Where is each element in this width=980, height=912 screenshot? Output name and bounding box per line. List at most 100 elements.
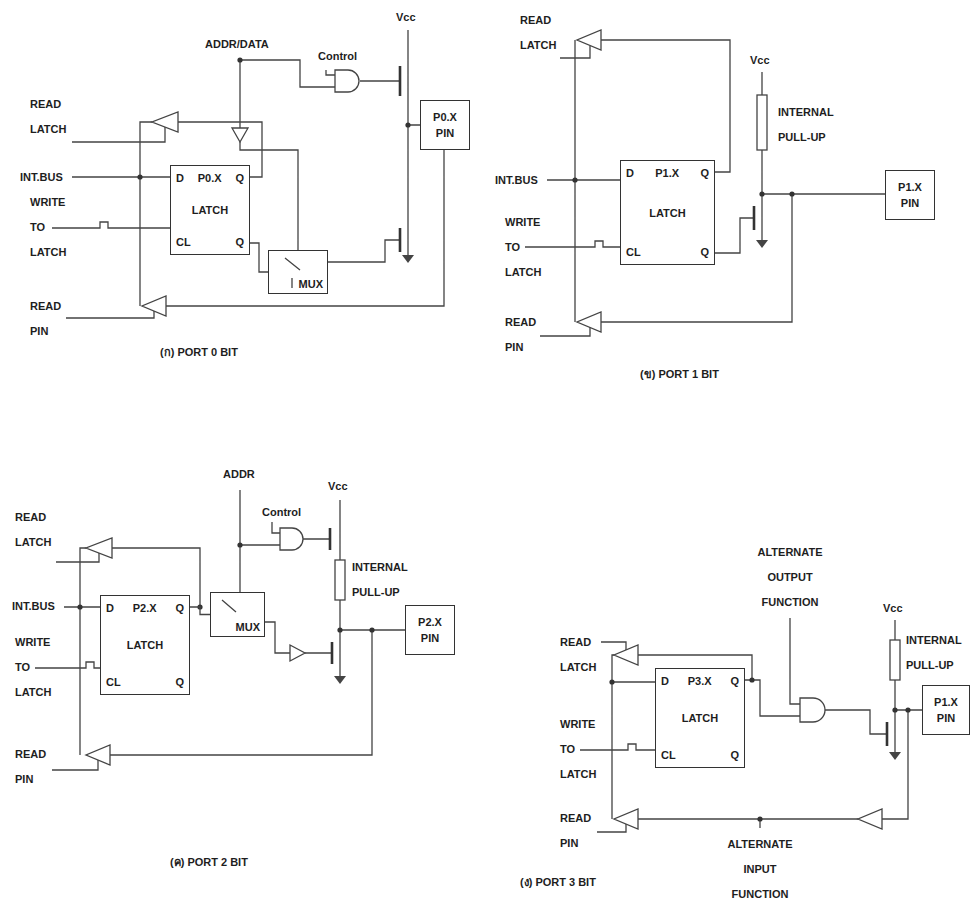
output-label: Q — [700, 165, 709, 181]
signal-wire — [190, 607, 210, 615]
junction-dot — [405, 122, 410, 127]
latch-name: P0.X — [198, 170, 222, 186]
text-row: P2.X — [418, 614, 442, 630]
resistor-symbol — [757, 95, 767, 150]
output-label: Q — [730, 747, 739, 763]
pin-box: P0.X PIN — [420, 100, 470, 150]
signal-label: READ LATCH — [560, 630, 606, 680]
text-row: LATCH — [106, 637, 184, 653]
junction-dot — [369, 627, 374, 632]
mux-label: MUX — [236, 620, 260, 634]
text-row: LATCH — [661, 710, 739, 726]
figure-caption: (ง) PORT 3 BIT — [520, 870, 596, 895]
pin-name: PIN — [901, 197, 919, 209]
signal-label: READ LATCH — [15, 505, 61, 555]
junction-dot — [892, 707, 897, 712]
mux-box: MUX — [210, 592, 265, 637]
signal-label: ALTERNATE OUTPUT FUNCTION — [753, 540, 827, 615]
buffer-symbol — [142, 296, 166, 316]
figure-caption: (ข) PORT 1 BIT — [640, 362, 719, 387]
pin-name: P1.X — [898, 181, 922, 193]
figure-caption: (ก) PORT 0 BIT — [160, 340, 238, 365]
supply-label: Vcc — [883, 596, 903, 621]
text-row: P1.X — [934, 694, 958, 710]
text-row: PIN — [901, 195, 919, 211]
latch-name: P2.X — [133, 600, 157, 616]
text-row: PIN — [421, 630, 439, 646]
buffer-symbol — [86, 538, 112, 558]
latch-box: DP1.XQ LATCH CL Q — [620, 160, 715, 265]
signal-label: ADDR/DATA — [205, 32, 269, 57]
port1-circuit — [525, 30, 885, 336]
pin-name: PIN — [421, 632, 439, 644]
wire — [525, 40, 885, 336]
and-gate — [800, 698, 825, 722]
clock-label: CL — [661, 747, 676, 763]
ground-arrow — [402, 255, 414, 263]
junction-dot — [137, 174, 142, 179]
latch-box: DP0.XQLATCHCLQ — [170, 165, 250, 255]
port2-circuit — [35, 490, 405, 770]
text-row: LATCH — [626, 205, 709, 221]
clock-label: CL — [626, 244, 641, 260]
text-row: DP1.XQ — [626, 165, 709, 181]
output-label: Q — [730, 673, 739, 689]
data-input-label: D — [661, 673, 669, 689]
wire — [580, 618, 922, 832]
signal-label: WRITE TO LATCH — [505, 210, 551, 285]
ground-arrow — [889, 752, 901, 760]
signal-label: READ LATCH — [520, 8, 566, 58]
buffer-symbol — [577, 312, 601, 332]
ground-arrow — [334, 676, 346, 684]
wire — [35, 490, 405, 770]
latch-label: LATCH — [649, 205, 685, 221]
fet-gate — [399, 66, 402, 252]
text-row: P1.X — [898, 179, 922, 195]
port3-circuit — [580, 618, 922, 832]
signal-label: READ PIN — [15, 742, 61, 792]
mux-box: MUX — [268, 250, 328, 294]
text-row: PIN — [436, 125, 454, 141]
signal-label: ADDR — [223, 462, 255, 487]
supply-label: Vcc — [396, 5, 416, 30]
fet-gate — [330, 528, 332, 664]
pin-box: P2.X PIN — [405, 605, 455, 655]
clock-label: CL — [176, 234, 191, 250]
buffer-symbol — [614, 645, 638, 665]
mux-label: MUX — [299, 277, 323, 291]
buffer-symbol — [614, 809, 638, 829]
latch-box: DP3.XQLATCHCLQ — [655, 668, 745, 768]
resistor-symbol — [335, 560, 345, 600]
output-label: Q — [175, 600, 184, 616]
pin-name: P0.X — [433, 111, 457, 123]
junction-dot — [905, 707, 910, 712]
buffer-symbol — [152, 112, 178, 132]
output-label: Q — [235, 234, 244, 250]
figure-caption: (ค) PORT 2 BIT — [170, 850, 248, 875]
fet-gate — [753, 206, 756, 230]
latch-label: LATCH — [192, 202, 228, 218]
junction-dot — [77, 604, 82, 609]
inverter-symbol — [290, 645, 305, 661]
junction-dot — [609, 679, 614, 684]
latch-label: LATCH — [682, 710, 718, 726]
junction-dot — [237, 542, 242, 547]
bus-label: INT.BUS — [12, 594, 55, 619]
text-row: CL Q — [661, 747, 739, 763]
junction-dot — [237, 57, 242, 62]
output-label: Q — [700, 244, 709, 260]
junction-dot — [572, 177, 577, 182]
data-input-label: D — [176, 170, 184, 186]
wire — [52, 30, 444, 318]
junction-dot — [759, 191, 764, 196]
resistor-symbol — [890, 640, 900, 680]
ground-arrow — [756, 240, 768, 248]
pin-box: P1.X PIN — [885, 170, 935, 220]
pin-name: PIN — [436, 127, 454, 139]
port0-circuit — [52, 30, 444, 318]
signal-label: ALTERNATE INPUT FUNCTION — [723, 832, 797, 907]
buffer-symbol — [858, 809, 882, 829]
supply-label: Vcc — [750, 48, 770, 73]
